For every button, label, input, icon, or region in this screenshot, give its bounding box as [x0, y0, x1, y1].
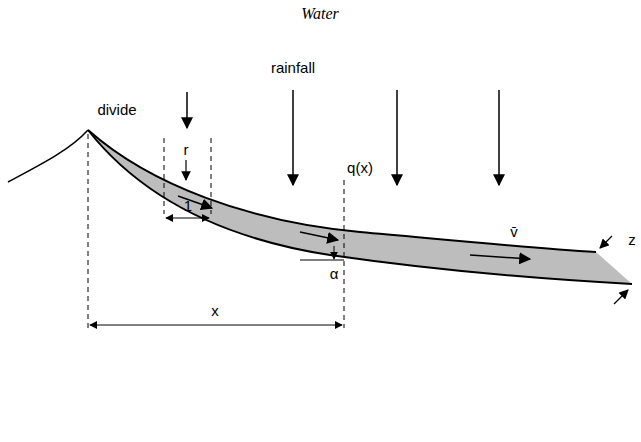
slope-angle-symbol: α — [330, 266, 339, 283]
depth-symbol: z — [628, 232, 636, 249]
velocity-symbol: v̄ — [510, 224, 518, 241]
discharge-label: q(x) — [347, 160, 373, 177]
distance-symbol: x — [211, 303, 219, 320]
page-header: Water — [301, 5, 339, 23]
divide-label: divide — [97, 102, 136, 119]
unit-width-label: 1 — [184, 198, 192, 215]
rain-rate-symbol: r — [184, 142, 189, 159]
rainfall-label: rainfall — [271, 60, 315, 77]
